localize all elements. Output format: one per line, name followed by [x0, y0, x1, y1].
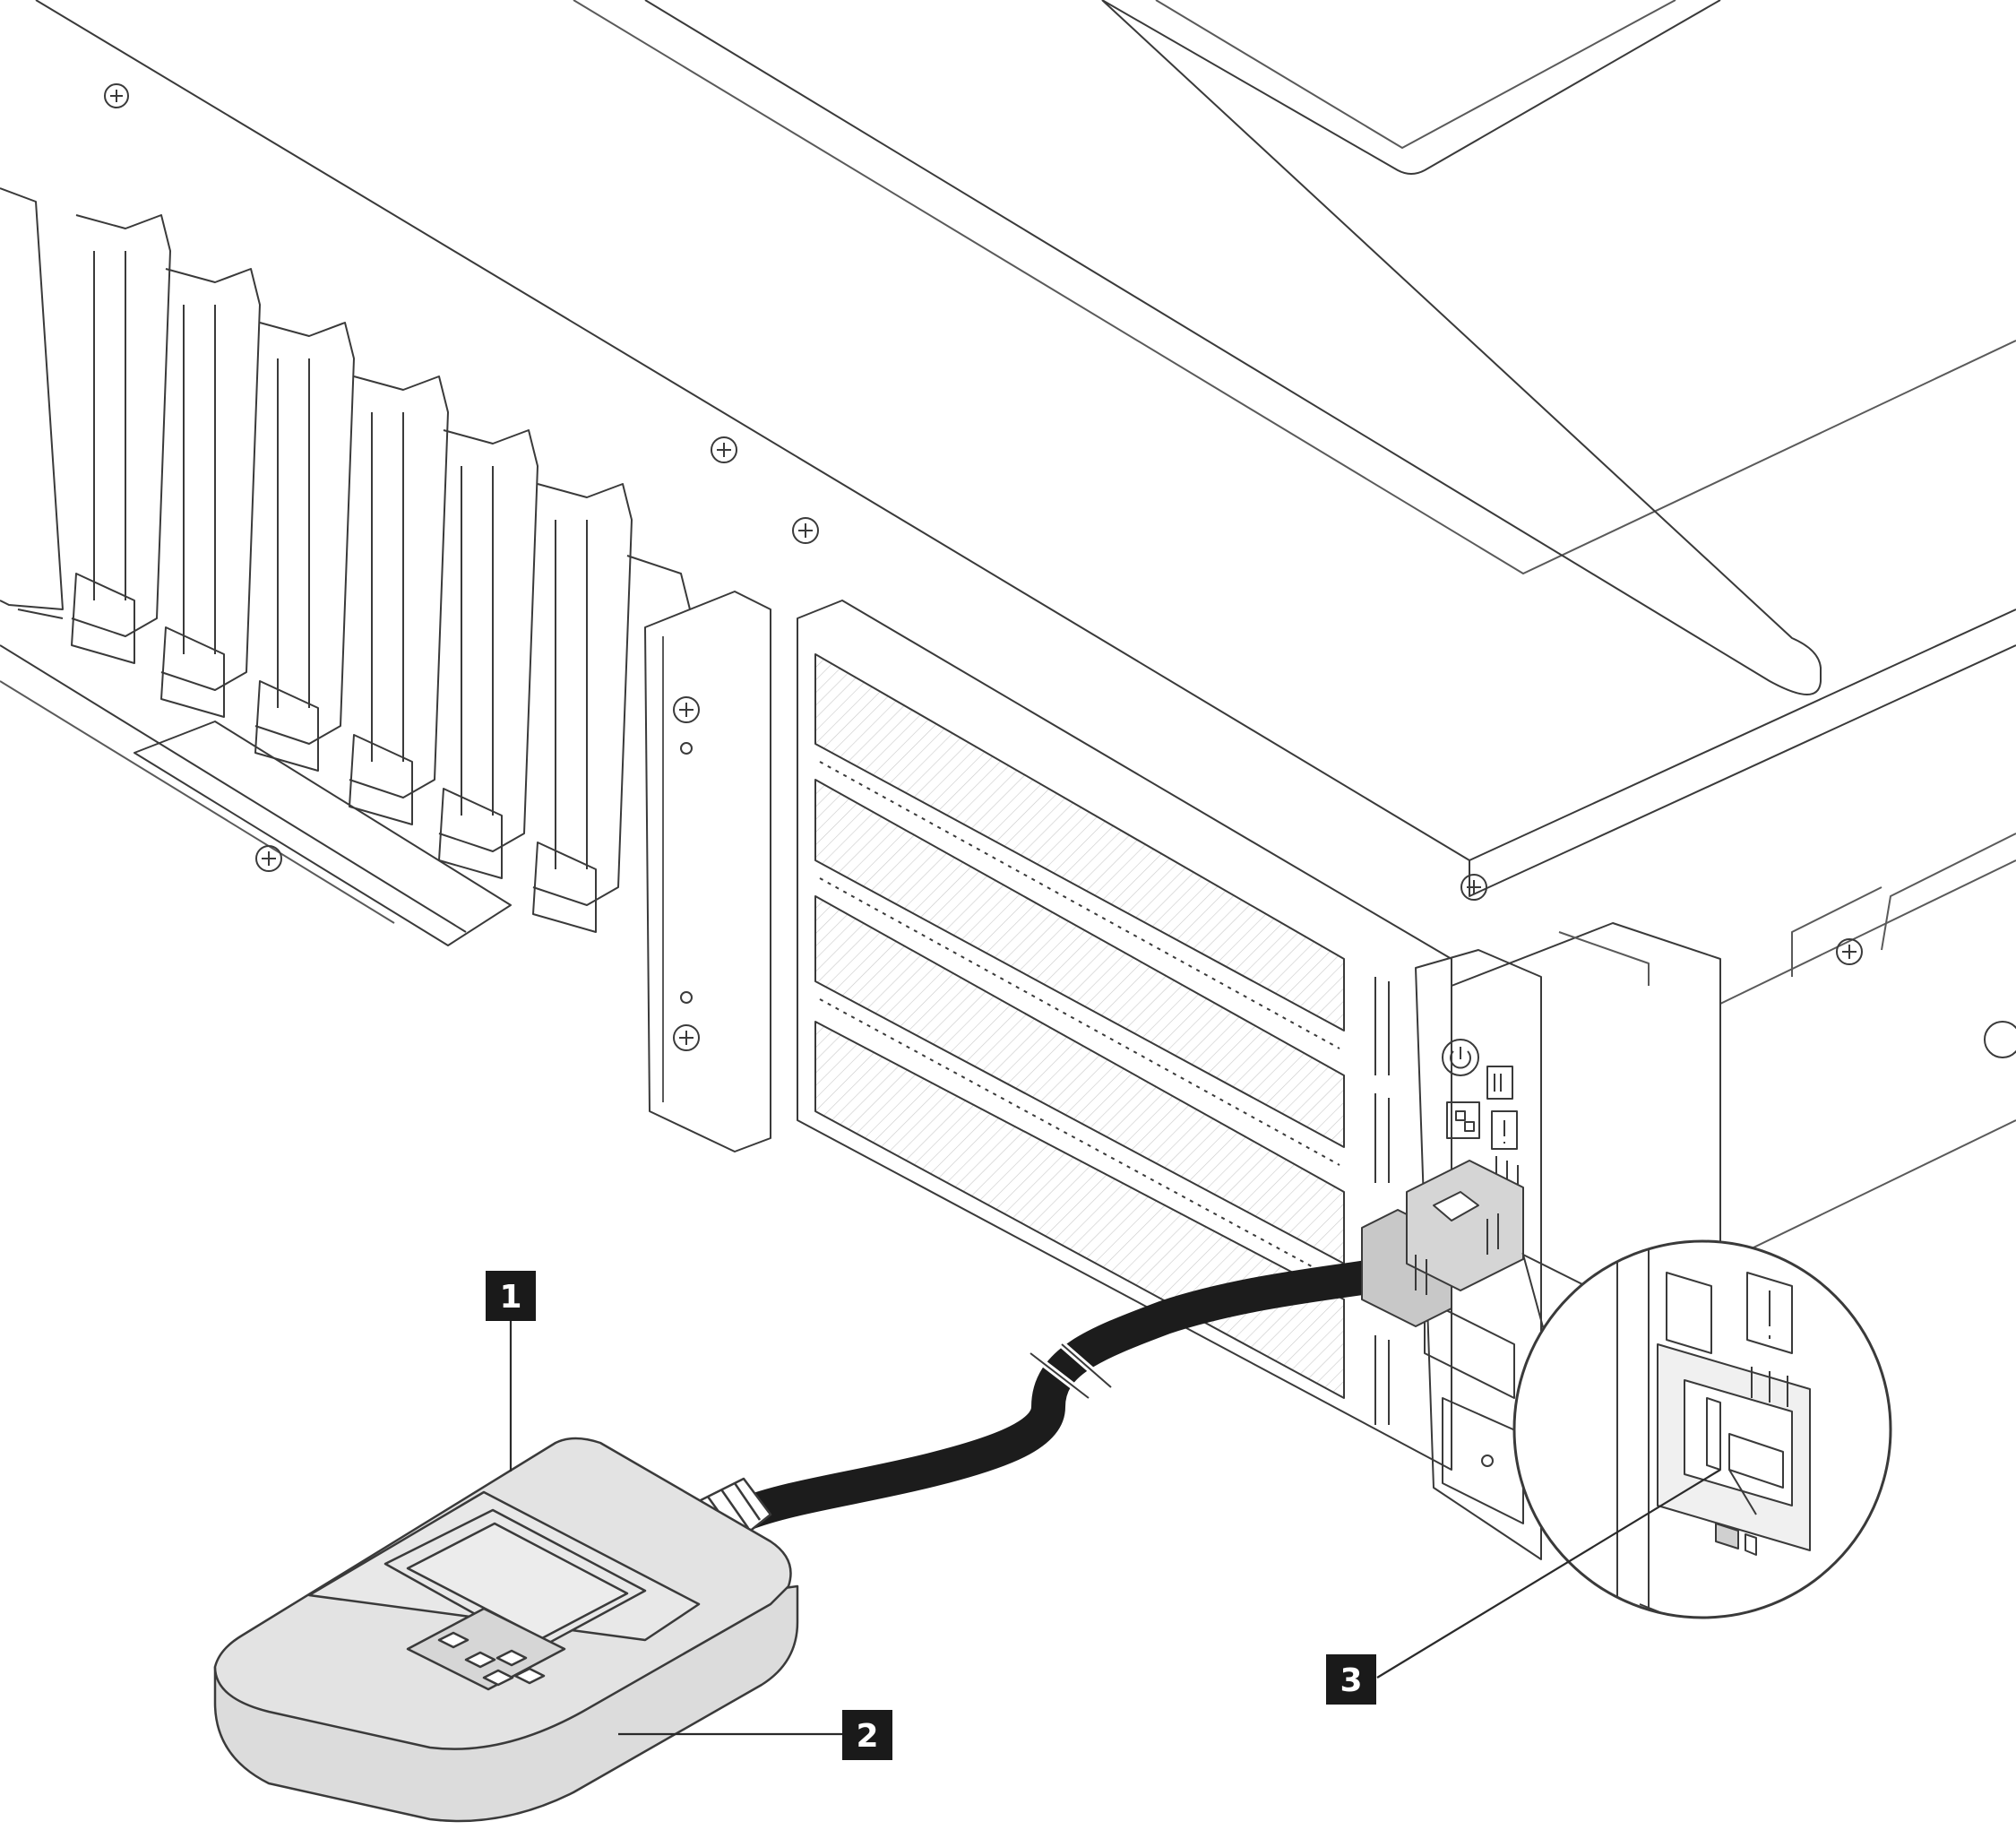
drive-bay [160, 268, 261, 718]
callout-2: 2 [842, 1710, 892, 1760]
keypad-buttons [437, 1631, 546, 1687]
server-chassis [0, 0, 2016, 1542]
leader-lines [509, 1316, 1721, 1736]
diagnostics-cable [682, 1256, 1415, 1549]
drive-bay [532, 483, 633, 933]
network-activity-icon [1446, 1101, 1480, 1139]
callout-box [486, 1271, 536, 1321]
id-button-icon [1486, 1066, 1513, 1100]
system-error-icon [1491, 1110, 1518, 1150]
callout-1: 1 [486, 1271, 536, 1321]
drive-bay [349, 375, 449, 825]
top-access-panel [644, 0, 1822, 695]
pcie-slot-2 [814, 779, 1345, 1148]
callout-markers: 1 2 3 [486, 1271, 1376, 1760]
drive-bay [254, 322, 355, 772]
callout-3: 3 [1326, 1654, 1376, 1705]
pull-out-tab [134, 721, 512, 946]
zoom-detail [1512, 1239, 1892, 1619]
system-error-icon [1746, 1272, 1793, 1354]
callout-box [1326, 1654, 1376, 1705]
callout-box [842, 1710, 892, 1760]
power-button-icon [1442, 1039, 1479, 1076]
callout-label: 3 [1340, 1662, 1362, 1699]
diagnostics-plug [1361, 1160, 1524, 1327]
leader-line-3 [1376, 1469, 1721, 1679]
drive-bay [71, 214, 171, 664]
drive-bays [0, 187, 691, 946]
front-operator-panel [1415, 949, 1542, 1560]
pcie-slot-1 [814, 653, 1345, 1032]
callout-label: 2 [856, 1718, 878, 1755]
callout-label: 1 [499, 1279, 521, 1316]
drive-bay [0, 187, 64, 619]
external-diagnostics-handset [213, 1437, 799, 1823]
rack-ear-left [644, 591, 771, 1152]
drive-bay [438, 429, 538, 879]
chassis-screws [104, 83, 1863, 1051]
